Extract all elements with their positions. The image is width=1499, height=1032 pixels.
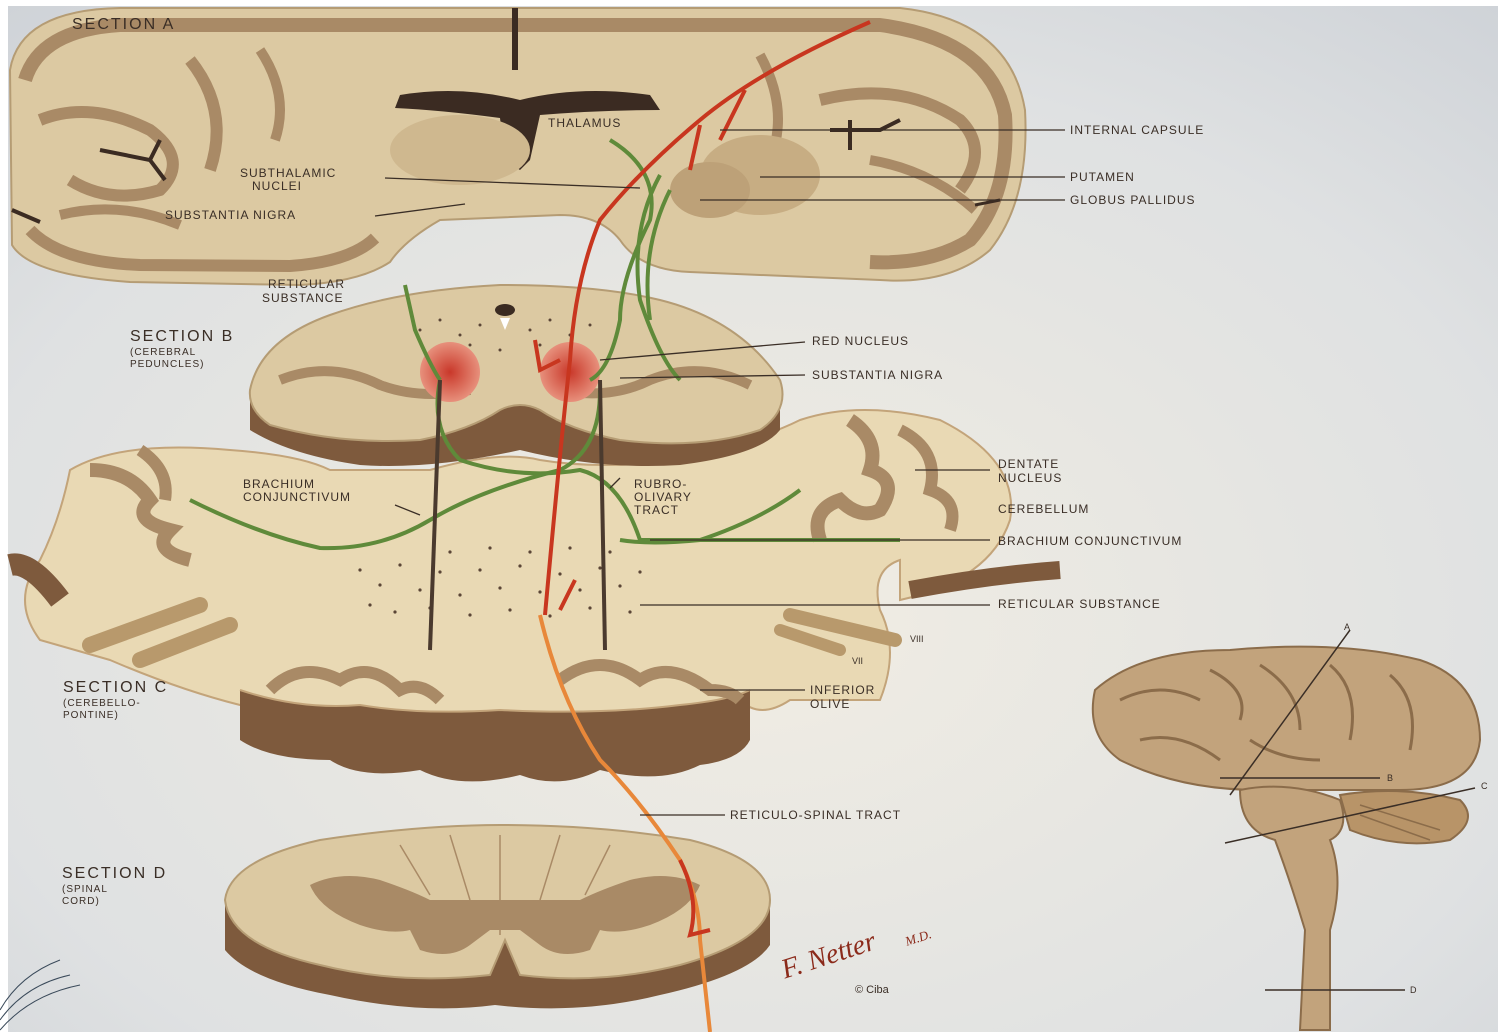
section-d-subtitle-line: (SPINAL (62, 884, 108, 896)
section-c-title: SECTION C (63, 680, 168, 696)
section-c-outline (25, 410, 1011, 720)
label-substantia-nigra-b: SUBSTANTIA NIGRA (812, 369, 943, 382)
label-subthalamic-nuclei-2: NUCLEI (252, 180, 302, 193)
label-rubro-olivary-3: TRACT (634, 504, 679, 517)
label-reticular-substance-b-1: RETICULAR (268, 278, 345, 291)
label-cerebellum: CEREBELLUM (998, 503, 1089, 516)
red-nucleus-left (420, 342, 480, 402)
label-dentate-nucleus-2: NUCLEUS (998, 472, 1062, 485)
section-a-title: SECTION A (72, 17, 175, 33)
inset-label-a: A (1344, 622, 1350, 632)
label-internal-capsule: INTERNAL CAPSULE (1070, 124, 1204, 137)
section-c-subtitle-line: (CEREBELLO- (63, 698, 141, 710)
label-inferior-olive-2: OLIVE (810, 698, 850, 711)
label-red-nucleus: RED NUCLEUS (812, 335, 909, 348)
inset-label-d: D (1410, 985, 1417, 995)
label-brachium-2: CONJUNCTIVUM (243, 491, 351, 504)
label-thalamus: THALAMUS (548, 117, 621, 130)
section-b-subtitle: (CEREBRAL PEDUNCLES) (130, 347, 204, 371)
label-dentate-nucleus-1: DENTATE (998, 458, 1059, 471)
label-cranial-nerve-viii: VIII (910, 634, 924, 644)
section-d-subtitle-line: CORD) (62, 896, 108, 908)
inset-label-b: B (1387, 773, 1393, 783)
label-inferior-olive-1: INFERIOR (810, 684, 875, 697)
label-globus-pallidus: GLOBUS PALLIDUS (1070, 194, 1195, 207)
label-reticulospinal-tract: RETICULO-SPINAL TRACT (730, 809, 901, 822)
label-reticular-substance-c: RETICULAR SUBSTANCE (998, 598, 1161, 611)
section-d-title: SECTION D (62, 866, 167, 882)
copyright: © Ciba (855, 984, 889, 996)
section-c-subtitle-line: PONTINE) (63, 710, 141, 722)
label-substantia-nigra-a: SUBSTANTIA NIGRA (165, 209, 296, 222)
section-d-subtitle: (SPINAL CORD) (62, 884, 108, 908)
section-b-title: SECTION B (130, 329, 234, 345)
inset-label-c: C (1481, 781, 1488, 791)
section-b-subtitle-line: PEDUNCLES) (130, 359, 204, 371)
label-brachium-conjunctivum-right: BRACHIUM CONJUNCTIVUM (998, 535, 1182, 548)
section-b-subtitle-line: (CEREBRAL (130, 347, 204, 359)
section-c-subtitle: (CEREBELLO- PONTINE) (63, 698, 141, 722)
label-reticular-substance-b-2: SUBSTANCE (262, 292, 343, 305)
section-d-spinal-cord (225, 825, 770, 1008)
label-cranial-nerve-vii: VII (852, 656, 863, 666)
label-putamen: PUTAMEN (1070, 171, 1135, 184)
